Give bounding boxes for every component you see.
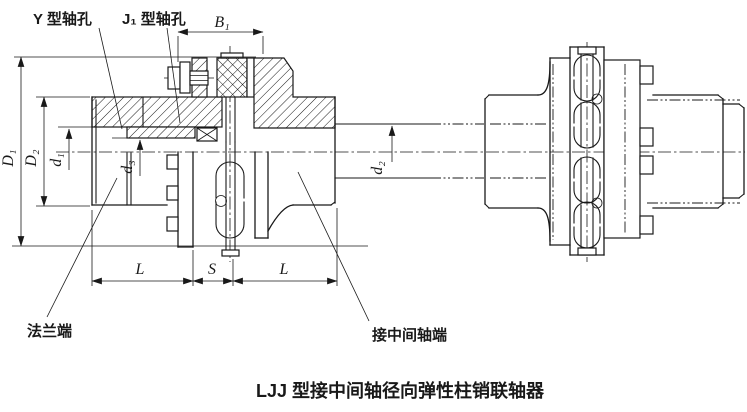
right-flange-disc-lower	[254, 151, 269, 239]
right-view-left-flange-disc	[549, 46, 571, 256]
elastic-sleeve-section	[216, 57, 248, 98]
flange-hole	[591, 93, 603, 105]
callout-flange-end: 法兰端	[27, 177, 118, 340]
dim-label-S: S	[208, 261, 216, 278]
pin-unit	[573, 156, 601, 204]
pin-unit	[573, 53, 601, 102]
dim-label-L-right: L	[279, 261, 289, 278]
right-view-right-hub	[647, 94, 740, 209]
pin-unit	[573, 201, 601, 249]
bolt-boss	[639, 215, 654, 235]
dim-label-L-left: L	[135, 261, 145, 278]
bolt-washer	[179, 61, 191, 94]
right-coupling-side-view	[484, 46, 745, 256]
dim-label-d1: d₁	[48, 153, 65, 167]
hub-wall-section	[91, 96, 223, 128]
j1-bore-label: J₁ 型轴孔	[122, 10, 186, 28]
flange-plate	[246, 57, 255, 98]
dim-d3: d₃	[112, 137, 144, 176]
right-hub-external-lower	[267, 96, 336, 232]
left-coupling-section-view	[91, 52, 336, 257]
intermediate-shaft	[334, 123, 546, 179]
lower-pin-elastic-sleeve	[215, 141, 245, 257]
callout-j1-bore: J₁ 型轴孔	[122, 10, 186, 124]
dim-label-d2: d₂	[369, 161, 386, 175]
sleeve-keeper-block	[196, 127, 218, 142]
dim-label-D2: D₂	[23, 149, 40, 168]
right-view-right-flange-disc	[603, 59, 654, 239]
right-view-left-hub	[484, 61, 551, 242]
callout-y-bore: Y 型轴孔	[33, 10, 123, 130]
dim-L-S-L: L S L	[91, 208, 338, 286]
dim-d1: d₁	[48, 126, 92, 170]
pin-unit	[573, 101, 601, 149]
pin-cap	[220, 52, 244, 59]
bolt-boss	[639, 127, 654, 147]
right-view-shaft-end	[722, 103, 745, 199]
dim-B1: B₁	[177, 14, 264, 62]
callout-mid-shaft-end: 接中间轴端	[297, 171, 447, 344]
right-flange-hub-section	[253, 57, 336, 129]
bolt-shank	[189, 70, 209, 86]
bolt-boss	[639, 65, 654, 85]
dim-D2: D₂	[23, 96, 90, 207]
y-bore-label: Y 型轴孔	[33, 10, 92, 28]
j1-bore-step-section	[126, 126, 196, 139]
mid-shaft-end-label: 接中间轴端	[372, 326, 447, 344]
bolt-boss	[639, 155, 654, 175]
flange-hole	[591, 197, 603, 209]
dim-label-B1: B₁	[214, 14, 229, 31]
figure-caption: LJJ 型接中间轴径向弹性柱销联轴器	[256, 380, 545, 401]
dim-label-D1: D₁	[0, 149, 17, 167]
dim-d2: d₂	[369, 123, 405, 175]
flange-end-label: 法兰端	[27, 322, 72, 340]
left-flange-disc-lower	[166, 151, 194, 248]
dim-label-d3: d₃	[119, 160, 136, 174]
left-hub-external-lower	[91, 96, 168, 206]
dim-D1: D₁	[0, 56, 368, 247]
